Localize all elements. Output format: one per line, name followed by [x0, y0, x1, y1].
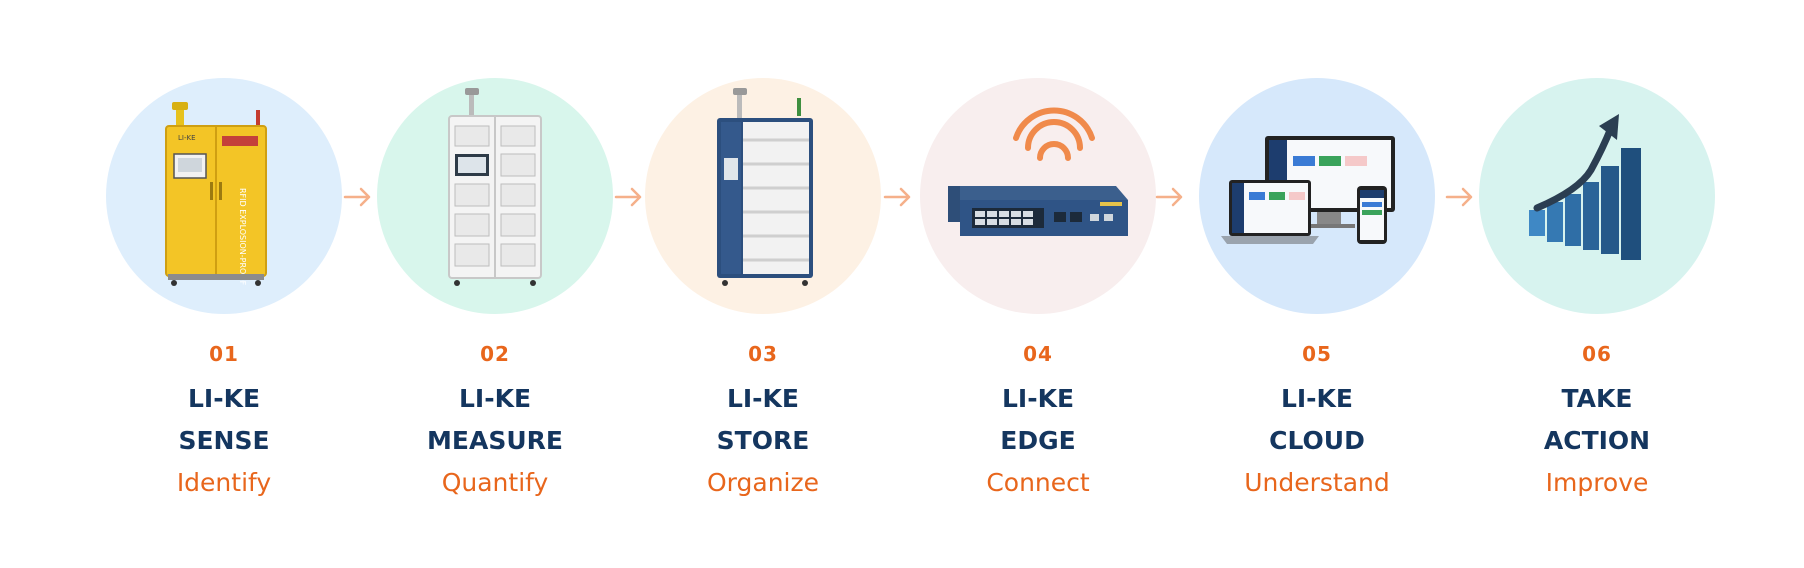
step-4-subtitle: Connect	[986, 468, 1090, 497]
step-3-subtitle: Organize	[707, 468, 819, 497]
step-2-circle	[377, 78, 613, 314]
step-2-number: 02	[480, 342, 510, 366]
step-4-circle	[920, 78, 1156, 314]
arrow-right-icon	[883, 187, 911, 207]
step-1-title-line2: SENSE	[178, 426, 270, 455]
step-1-subtitle: Identify	[176, 468, 272, 497]
step-3-title: LI-KE STORE	[717, 378, 810, 462]
step-2-title-line2: MEASURE	[427, 426, 563, 455]
step-6-subtitle: Improve	[1545, 468, 1649, 497]
step-4: 04 LI-KE EDGE Connect	[918, 78, 1158, 504]
step-1-circle: RFID EXPLOSION-PROOF LI-KE	[106, 78, 342, 314]
step-5-subtitle: Understand	[1244, 468, 1390, 497]
step-4-title-line2: EDGE	[1000, 426, 1076, 455]
step-2-title-line1: LI-KE	[458, 384, 532, 413]
svg-text:RFID EXPLOSION-PROOF: RFID EXPLOSION-PROOF	[238, 188, 247, 286]
step-5-number: 05	[1302, 342, 1332, 366]
arrow-right-icon	[1445, 187, 1473, 207]
step-6-title-line2: ACTION	[1543, 426, 1651, 455]
svg-text:LI-KE: LI-KE	[178, 134, 196, 142]
arrow-right-icon	[343, 187, 371, 207]
white-smart-cabinet-icon	[448, 88, 542, 286]
growth-bar-chart-icon	[1529, 114, 1641, 260]
step-1: RFID EXPLOSION-PROOF LI-KE 01 LI-KE SENS…	[104, 78, 344, 504]
step-5-title-line1: LI-KE	[1280, 384, 1354, 413]
step-1-title-line1: LI-KE	[187, 384, 261, 413]
step-4-title: LI-KE EDGE	[1000, 378, 1075, 462]
step-4-title-line1: LI-KE	[1001, 384, 1075, 413]
step-2-subtitle: Quantify	[441, 468, 549, 497]
step-6-title-line1: TAKE	[1561, 384, 1633, 413]
step-2: 02 LI-KE MEASURE Quantify	[375, 78, 615, 504]
step-5-circle	[1199, 78, 1435, 314]
yellow-chemical-cabinet-icon: RFID EXPLOSION-PROOF LI-KE	[165, 102, 267, 286]
multi-device-dashboard-icon	[1221, 136, 1395, 244]
step-6-number: 06	[1582, 342, 1612, 366]
step-3-title-line1: LI-KE	[726, 384, 800, 413]
step-4-number: 04	[1023, 342, 1053, 366]
step-1-title: LI-KE SENSE	[178, 378, 269, 462]
step-2-title: LI-KE MEASURE	[427, 378, 563, 462]
arrow-right-icon	[1155, 187, 1183, 207]
step-3-circle	[645, 78, 881, 314]
step-6: 06 TAKE ACTION Improve	[1477, 78, 1717, 504]
step-1-number: 01	[209, 342, 239, 366]
blue-storage-rack-icon	[717, 88, 813, 286]
arrow-right-icon	[614, 187, 642, 207]
step-5-title: LI-KE CLOUD	[1269, 378, 1365, 462]
step-6-title: TAKE ACTION	[1544, 378, 1650, 462]
step-3-number: 03	[748, 342, 778, 366]
step-5-title-line2: CLOUD	[1269, 426, 1365, 455]
step-5: 05 LI-KE CLOUD Understand	[1197, 78, 1437, 504]
step-3-title-line2: STORE	[716, 426, 810, 455]
step-3: 03 LI-KE STORE Organize	[643, 78, 883, 504]
step-6-circle	[1479, 78, 1715, 314]
network-switch-wifi-icon	[948, 107, 1128, 236]
